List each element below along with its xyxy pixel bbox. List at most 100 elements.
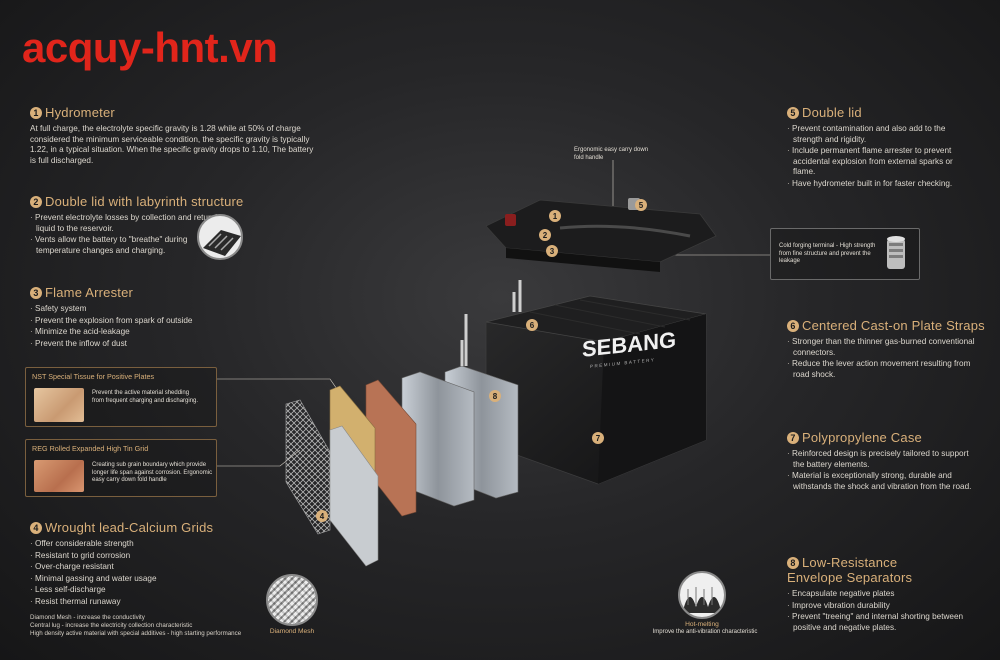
- marker-3: 3: [546, 245, 558, 257]
- bullet-list: Safety system Prevent the explosion from…: [30, 304, 250, 349]
- list-item: Prevent "treeing" and internal shorting …: [787, 612, 977, 633]
- hot-melting-drawing: [684, 587, 724, 613]
- leader-lines: [217, 160, 770, 467]
- number-markers: 1 2 3 5 6 7 8 4: [316, 199, 647, 522]
- sebang-logo: SEBANG: [582, 327, 676, 362]
- list-item: Reduce the lever action movement resulti…: [787, 359, 977, 380]
- svg-text:6: 6: [530, 321, 535, 330]
- section-title: Hydrometer: [45, 105, 115, 120]
- section-title-line2: Envelope Separators: [787, 570, 913, 585]
- note-line: High density active material with specia…: [30, 630, 242, 638]
- note-line: Central lug - increase the electricity c…: [30, 621, 193, 629]
- callout-terminal: Cold forging terminal - High strength fr…: [770, 228, 920, 280]
- svg-text:7: 7: [596, 434, 601, 443]
- sebang-tagline: PREMIUM BATTERY: [590, 357, 655, 369]
- number-badge: 4: [30, 521, 42, 534]
- hot-melting-text: Improve the anti-vibration characteristi…: [652, 629, 758, 635]
- list-item: Minimal gassing and water usage: [30, 574, 270, 585]
- svg-text:4: 4: [320, 512, 325, 521]
- section-title: Flame Arrester: [45, 285, 134, 300]
- section-title: Double lid with labyrinth structure: [45, 194, 244, 209]
- callout-text: Prevent the active material shedding fro…: [92, 390, 199, 404]
- battery-plates: [285, 314, 519, 567]
- callout-reg-grid: REG Rolled Expanded High Tin Grid Creati…: [25, 439, 217, 497]
- svg-text:8: 8: [493, 392, 498, 401]
- marker-4: 4: [316, 510, 328, 522]
- section-body: At full charge, the electrolyte specific…: [30, 124, 314, 165]
- callout-title: NST Special Tissue for Positive Plates: [32, 372, 155, 381]
- section-title: Polypropylene Case: [802, 430, 922, 445]
- number-badge: 2: [30, 195, 42, 208]
- list-item: Less self-discharge: [30, 585, 270, 596]
- list-item: Encapsulate negative plates: [787, 589, 977, 600]
- list-item: Material is exceptionally strong, durabl…: [787, 471, 972, 492]
- callout-text: Creating sub grain boundary which provid…: [92, 462, 213, 484]
- list-item: Prevent electrolyte losses by collection…: [30, 213, 230, 234]
- marker-6: 6: [526, 319, 538, 331]
- bullet-list: Prevent contamination and also add to th…: [787, 124, 972, 190]
- number-badge: 8: [787, 556, 799, 569]
- bullet-list: Reinforced design is precisely tailored …: [787, 449, 972, 492]
- battery-case: [485, 280, 707, 485]
- list-item: Over-charge resistant: [30, 562, 270, 573]
- nst-tissue-swatch: [34, 388, 84, 422]
- list-item: Offer considerable strength: [30, 539, 270, 550]
- labyrinth-detail-image: [197, 214, 243, 260]
- list-item: Prevent contamination and also add to th…: [787, 124, 972, 145]
- callout-text: Cold forging terminal - High strength fr…: [779, 243, 876, 265]
- bullet-list: Offer considerable strength Resistant to…: [30, 539, 270, 608]
- bullet-list: Prevent electrolyte losses by collection…: [30, 213, 230, 256]
- section-title: Centered Cast-on Plate Straps: [802, 318, 985, 333]
- section-title: Low-Resistance: [802, 555, 898, 570]
- note-line: Diamond Mesh - increase the conductivity: [30, 613, 145, 621]
- hot-melting-title: Hot-melting: [685, 621, 719, 628]
- svg-text:5: 5: [639, 201, 644, 210]
- marker-7: 7: [592, 432, 604, 444]
- callout-title: REG Rolled Expanded High Tin Grid: [32, 444, 149, 453]
- labyrinth-drawing: [203, 230, 241, 256]
- section-title: Double lid: [802, 105, 862, 120]
- number-badge: 1: [30, 106, 42, 119]
- section-title: Wrought lead-Calcium Grids: [45, 520, 214, 535]
- reg-grid-swatch: [34, 460, 84, 492]
- number-badge: 7: [787, 431, 799, 444]
- bullet-list: Stronger than the thinner gas-burned con…: [787, 337, 977, 380]
- number-badge: 3: [30, 286, 42, 299]
- marker-8: 8: [489, 390, 501, 402]
- list-item: Resist thermal runaway: [30, 597, 270, 608]
- marker-2: 2: [539, 229, 551, 241]
- list-item: Resistant to grid corrosion: [30, 551, 270, 562]
- svg-text:1: 1: [553, 212, 558, 221]
- handle-label: Ergonomic easy carry down fold handle: [574, 147, 649, 161]
- list-item: Vents allow the battery to "breathe" dur…: [30, 235, 230, 256]
- watermark-text: acquy-hnt.vn: [22, 24, 278, 71]
- list-item: Stronger than the thinner gas-burned con…: [787, 337, 977, 358]
- svg-text:2: 2: [543, 231, 548, 240]
- diamond-mesh-image: [266, 574, 318, 626]
- diamond-mesh-label: Diamond Mesh: [269, 628, 315, 635]
- grid-notes: Diamond Mesh - increase the conductivity…: [30, 614, 270, 639]
- list-item: Prevent the inflow of dust: [30, 339, 250, 350]
- list-item: Minimize the acid-leakage: [30, 327, 250, 338]
- marker-1: 1: [549, 210, 561, 222]
- leader-nst: [217, 378, 356, 416]
- callout-nst-tissue: NST Special Tissue for Positive Plates P…: [25, 367, 217, 427]
- list-item: Safety system: [30, 304, 250, 315]
- list-item: Have hydrometer built in for faster chec…: [787, 179, 972, 190]
- number-badge: 6: [787, 319, 799, 332]
- list-item: Improve vibration durability: [787, 601, 977, 612]
- marker-5: 5: [635, 199, 647, 211]
- bullet-list: Encapsulate negative plates Improve vibr…: [787, 589, 977, 633]
- number-badge: 5: [787, 106, 799, 119]
- hot-melting-image: [678, 571, 726, 619]
- battery-lid: [485, 198, 717, 272]
- list-item: Reinforced design is precisely tailored …: [787, 449, 972, 470]
- list-item: Prevent the explosion from spark of outs…: [30, 316, 250, 327]
